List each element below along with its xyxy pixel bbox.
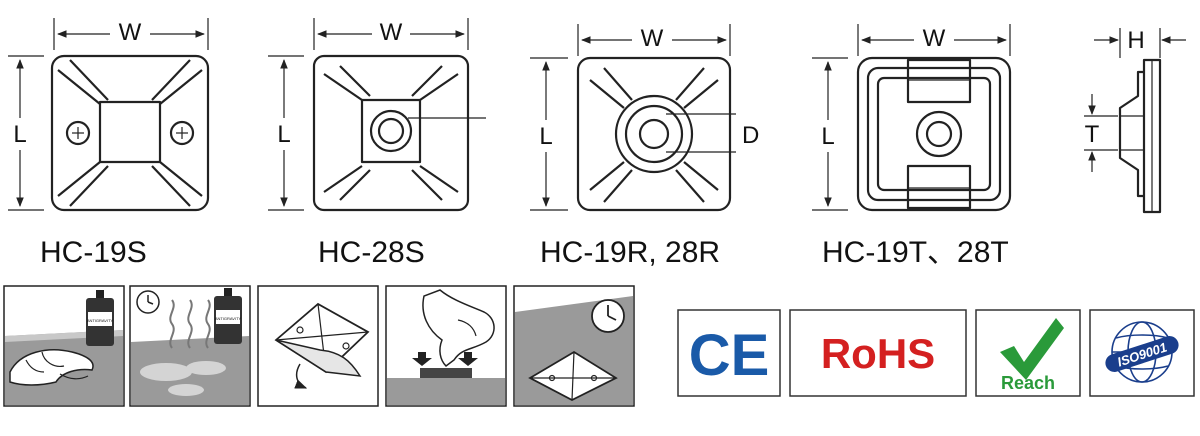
iso9001-mark: ISO9001 <box>1089 309 1195 397</box>
height-label: H <box>1127 27 1144 54</box>
model-hc-28s: W L HC-28S <box>268 18 486 269</box>
certifications: CE RoHS Reach ISO9001 <box>677 309 1195 397</box>
height-dimension: H <box>1094 27 1186 58</box>
step-clean-surface: ANTIGRAVITY <box>3 285 125 407</box>
width-dimension: W <box>577 24 731 56</box>
step-peel-backing <box>257 285 379 407</box>
solvent-bottle: ANTIGRAVITY <box>86 290 114 346</box>
step-wait <box>513 285 635 407</box>
ce-label: CE <box>689 323 770 388</box>
clock-icon <box>136 290 160 314</box>
model-hc-19r-28r: W L D HC-19R, 28R <box>530 24 759 269</box>
thickness-dimension: T <box>1084 94 1118 172</box>
evaporation-waves <box>169 299 211 349</box>
diameter-label: D <box>742 122 759 149</box>
width-dimension: W <box>313 18 469 50</box>
width-label: W <box>380 19 403 46</box>
length-dimension: L <box>530 57 568 211</box>
screw-hole-left <box>65 120 91 146</box>
ce-mark: CE <box>677 309 781 397</box>
screw-hole-right <box>169 120 195 146</box>
solvent-bottle: ANTIGRAVITY <box>214 288 242 344</box>
rohs-label: RoHS <box>821 330 935 377</box>
bottle-label: ANTIGRAVITY <box>215 316 242 321</box>
thickness-label: T <box>1085 121 1100 148</box>
length-label: L <box>821 123 834 150</box>
caption-hc-19s: HC-19S <box>40 236 147 269</box>
length-label: L <box>13 121 26 148</box>
mount-body <box>312 54 486 212</box>
reach-label: Reach <box>1001 373 1055 393</box>
step-press-down <box>385 285 507 407</box>
installation-steps: ANTIGRAVITY <box>3 285 635 407</box>
caption-hc-19t-28t: HC-19T、28T <box>822 236 1009 269</box>
peeling-liner <box>275 339 362 377</box>
caption-hc-19r-28r: HC-19R, 28R <box>540 236 720 269</box>
mount-body <box>50 54 210 212</box>
width-dimension: W <box>857 24 1011 56</box>
model-hc-19s: W L HC-19S <box>8 18 210 269</box>
width-label: W <box>641 25 664 52</box>
model-hc-19t-28t: W L HC-19T、28T <box>812 24 1012 269</box>
caption-hc-28s: HC-28S <box>318 236 425 269</box>
hand-with-cloth <box>9 349 94 386</box>
width-dimension: W <box>53 18 209 50</box>
width-label: W <box>923 25 946 52</box>
drying-puddles <box>140 361 226 396</box>
length-label: L <box>539 123 552 150</box>
bottle-label: ANTIGRAVITY <box>87 318 114 323</box>
length-dimension: L <box>8 55 44 211</box>
press-arrows <box>412 352 478 366</box>
side-view: H T <box>1084 27 1186 214</box>
reach-mark: Reach <box>975 309 1081 397</box>
clock-icon <box>591 299 625 333</box>
peel-arrow <box>294 363 308 389</box>
length-label: L <box>277 121 290 148</box>
mount-body <box>856 56 1012 212</box>
mount-body <box>576 56 732 212</box>
step-let-dry: ANTIGRAVITY <box>129 285 251 407</box>
pressing-finger <box>422 289 495 367</box>
length-dimension: L <box>268 55 304 211</box>
width-label: W <box>119 19 142 46</box>
diameter-dimension: D <box>666 113 759 153</box>
check-icon <box>1000 318 1064 380</box>
profile <box>1118 58 1162 214</box>
length-dimension: L <box>812 57 848 211</box>
rohs-mark: RoHS <box>789 309 967 397</box>
